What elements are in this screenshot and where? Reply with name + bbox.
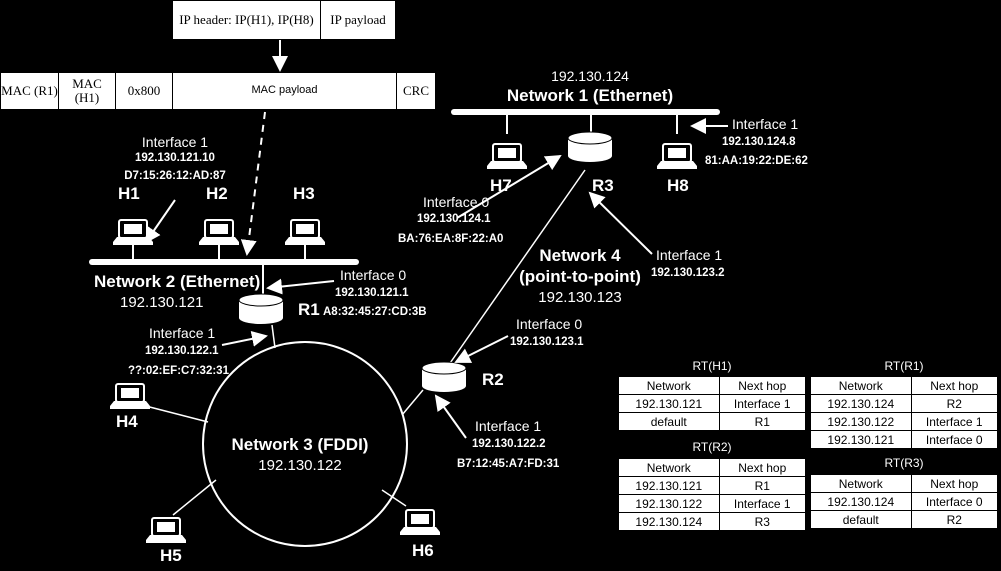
r2-if0-ip: 192.130.123.1 [510,336,584,348]
h2-icon [198,219,240,246]
r3-if1-name: Interface 1 [656,247,723,263]
fddi-ring [202,341,408,547]
r2-if1-mac: B7:12:45:A7:FD:31 [457,458,560,470]
h8-if1-mac: 81:AA:19:22:DE:62 [705,155,808,167]
h4-label: H4 [116,412,138,431]
r2-if0-name: Interface 0 [516,316,583,332]
network4-subtitle: (point-to-point) [519,267,641,286]
r1-icon [238,293,284,325]
network1-name: Network 1 (Ethernet) [506,86,674,105]
r2-if1-name: Interface 1 [475,418,542,434]
r3-if0-name: Interface 0 [423,194,490,210]
network2-address: 192.130.121 [120,294,204,311]
r1-if1-ip: 192.130.122.1 [145,345,219,357]
ip-header-field: IP header: IP(H1), IP(H8) [172,0,321,40]
network3-address: 192.130.122 [258,457,342,474]
h1-if1-mac: D7:15:26:12:AD:87 [124,170,226,182]
network1-address: 192.130.124 [551,68,629,84]
network4-link [447,169,586,367]
r3-icon [567,131,613,163]
r3-if0-ip: 192.130.124.1 [417,213,491,225]
r2-label: R2 [482,370,504,389]
network4-address: 192.130.123 [538,289,622,306]
h8-if1-ip: 192.130.124.8 [722,136,796,148]
r1-if0-mac: A8:32:45:27:CD:3B [323,306,427,318]
network2-name: Network 2 (Ethernet) [94,272,261,291]
h6-icon [399,509,441,536]
mac-r1-field: MAC (R1) [0,72,59,110]
type-field: 0x800 [115,72,173,110]
h8-label: H8 [667,176,689,195]
rt-h1-title: RT(H1) [692,359,732,373]
rt-r3-title: RT(R3) [884,456,924,470]
h8-if1-name: Interface 1 [732,116,799,132]
network3-name: Network 3 (FDDI) [231,435,369,454]
h1-if1-ip: 192.130.121.10 [135,152,215,164]
rt-r1-title: RT(R1) [884,359,924,373]
r2-if1-ip: 192.130.122.2 [472,438,546,450]
r2-icon [421,361,467,393]
mac-h1-field: MAC (H1) [58,72,116,110]
h8-icon [656,143,698,170]
h1-label: H1 [118,184,140,203]
h2-label: H2 [206,184,228,203]
r1-if0-ip: 192.130.121.1 [335,287,409,299]
h1-if1-name: Interface 1 [141,134,209,150]
r1-if0-name: Interface 0 [340,267,407,283]
h5-label: H5 [160,546,182,565]
h5-icon [145,517,187,544]
h4-icon [109,383,151,410]
mac-payload-field: MAC payload [172,72,397,110]
r1-label: R1 [298,300,320,319]
r3-if0-mac: BA:76:EA:8F:22:A0 [398,233,504,245]
h7-label: H7 [490,176,512,195]
r1-if1-mac: ??:02:EF:C7:32:31 [128,365,229,377]
h7-icon [486,143,528,170]
h6-label: H6 [412,541,434,560]
rt-r2-title: RT(R2) [692,440,732,454]
h3-icon [284,219,326,246]
ip-payload-field: IP payload [320,0,396,40]
r3-if1-ip: 192.130.123.2 [651,267,725,279]
r1-if1-name: Interface 1 [149,325,216,341]
crc-field: CRC [396,72,436,110]
network4-name: Network 4 [539,246,621,265]
r3-label: R3 [592,176,614,195]
h3-label: H3 [293,184,315,203]
